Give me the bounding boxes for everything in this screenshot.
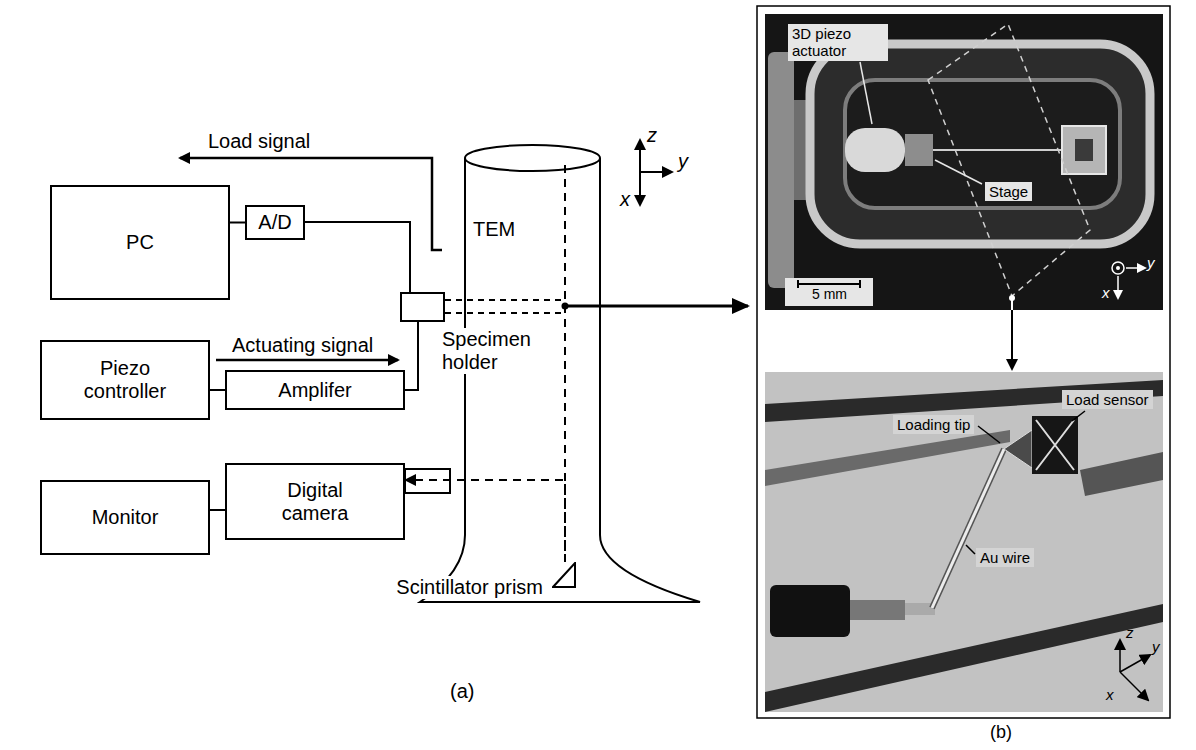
holder-photo (768, 52, 794, 288)
panel-label: (b) (990, 722, 1012, 743)
axis-arrows (639, 172, 641, 205)
holder-photo (1112, 262, 1124, 274)
holder-photo (765, 14, 1163, 310)
prism-symbol (552, 562, 576, 588)
holder-photo (905, 134, 933, 166)
stage-photo (932, 449, 1004, 608)
axis-label: z (1126, 624, 1134, 641)
stage-photo (850, 600, 905, 620)
holder-photo (935, 160, 982, 184)
stage-photo (1120, 672, 1148, 700)
detail-link-arrow (1009, 295, 1015, 369)
holder-photo (765, 14, 1163, 310)
stage-photo (765, 372, 1163, 712)
actuating-signal-arrow (216, 360, 398, 361)
box-label: A/D (258, 211, 291, 234)
part-label: 3D piezo actuator (788, 24, 888, 61)
part-label: Load sensor (1062, 390, 1153, 409)
box-label: Amplifer (278, 379, 351, 402)
actuating-signal-arrow (216, 359, 398, 362)
holder-photo (860, 62, 872, 124)
stage-photo (1032, 416, 1078, 474)
axis-arrows (639, 140, 641, 172)
tem-outline (420, 158, 700, 602)
axis-label: y (1147, 254, 1155, 271)
axis-arrows (640, 171, 672, 173)
box-label: Piezo controller (65, 357, 185, 403)
stage-photo (966, 545, 975, 554)
stage-photo (978, 426, 1000, 443)
connector (210, 509, 225, 511)
connector (405, 322, 418, 390)
process-box: Digital camera (225, 463, 405, 540)
prism-symbol: Scintillator prism (552, 562, 576, 588)
process-box: Monitor (40, 480, 210, 555)
panel-frame (757, 6, 1170, 718)
process-box: PC (50, 185, 230, 300)
stage-photo (1119, 640, 1121, 672)
stage-photo (765, 430, 1010, 486)
connector (305, 222, 410, 292)
stage-photo (770, 585, 850, 637)
magnify-arrow (565, 305, 748, 308)
holder-photo (785, 278, 873, 306)
connector (230, 222, 245, 224)
part-label: Loading tip (893, 415, 974, 434)
stage-photo (1004, 430, 1032, 468)
holder-box: Specimen holder (400, 292, 445, 322)
panel-frame (757, 6, 1170, 718)
stage-photo (1080, 452, 1163, 496)
magnify-arrow (562, 303, 749, 310)
column-label: TEM (473, 218, 515, 241)
holder-photo (1075, 139, 1093, 161)
holder-photo (1117, 276, 1119, 298)
signal-label: Actuating signal (232, 334, 373, 357)
panel-label: (a) (450, 680, 474, 703)
connector (405, 480, 565, 562)
detail-link-arrow (1011, 310, 1013, 369)
tem-outline (465, 145, 600, 171)
detail-link-arrow (1011, 298, 1013, 310)
box-label: PC (126, 231, 154, 254)
axis-arrows (640, 140, 672, 205)
axis-label: x (1106, 686, 1114, 703)
box-label: Digital camera (255, 479, 375, 525)
stage-photo (1072, 411, 1085, 421)
axis-label: x (620, 188, 630, 211)
prism-symbol (553, 563, 575, 587)
connector (210, 389, 225, 391)
scale-label: 5 mm (812, 286, 847, 302)
part-label: Stage (985, 182, 1032, 201)
stage-photo (1036, 420, 1074, 470)
holder-photo (845, 128, 905, 172)
axis-label: y (1152, 638, 1160, 655)
axis-label: y (678, 150, 688, 173)
part-label: Scintillator prism (393, 576, 546, 599)
process-box: A/D (245, 205, 305, 240)
holder-photo (928, 24, 1090, 296)
stage-photo (765, 372, 1163, 712)
holder-beam-lines (445, 300, 565, 313)
holder-beam-lines (445, 300, 565, 313)
process-box: Piezo controller (40, 340, 210, 420)
holder-photo (845, 80, 1120, 208)
holder-photo (1116, 266, 1120, 270)
signal-label: Load signal (208, 130, 310, 153)
axis-label: z (647, 124, 657, 147)
axis-label: x (1102, 284, 1110, 301)
stage-photo (1120, 655, 1150, 672)
holder-photo (1126, 267, 1145, 269)
part-label: Au wire (976, 548, 1034, 567)
box-label: Monitor (92, 506, 159, 529)
process-box: Amplifer (225, 370, 405, 410)
holder-photo (1062, 126, 1106, 174)
stage-photo (932, 449, 1004, 608)
part-label: Specimen holder (440, 328, 540, 374)
holder-photo (933, 149, 1062, 151)
